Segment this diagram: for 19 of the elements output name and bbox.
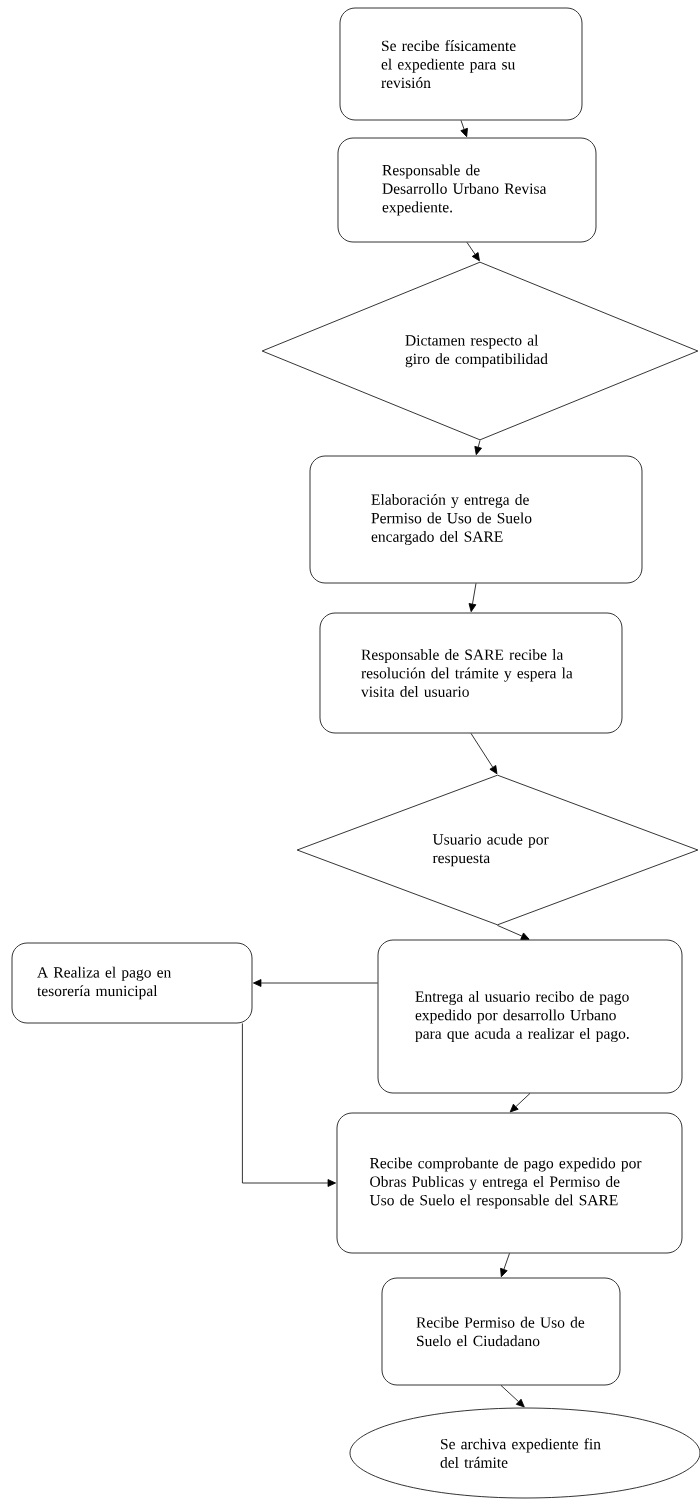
- arrow: [466, 242, 480, 262]
- process-box: Recibe Permiso de Uso de Suelo el Ciudadano: [381, 1277, 621, 1386]
- arrow: [253, 979, 378, 987]
- arrow: [474, 440, 482, 456]
- process-box: A Realiza el pago en tesorería municipal: [11, 942, 253, 1024]
- process-box: Responsable de Desarrollo Urbano Revisa expediente.: [337, 137, 597, 243]
- process-box: Entrega al usuario recibo de pago expedido por desarrollo Urbano para que acuda a realizar el pago.: [377, 939, 683, 1094]
- process-box: Se recibe físicamente el expediente para su revisión: [339, 7, 583, 121]
- arrow: [470, 733, 498, 775]
- arrow: [242, 1023, 336, 1187]
- process-box: Elaboración y entrega de Permiso de Uso de Suelo encargado del SARE: [309, 455, 643, 584]
- arrow: [468, 583, 477, 613]
- process-box: Recibe comprobante de pago expedido por Obras Publicas y entrega el Permiso de Uso de Suelo el responsable del SARE: [336, 1112, 683, 1254]
- arrow: [497, 925, 530, 940]
- arrow: [509, 1093, 531, 1113]
- arrow: [460, 120, 468, 138]
- process-box: Responsable de SARE recibe la resolución del trámite y espera la visita del usuario: [319, 612, 623, 734]
- arrow: [500, 1253, 510, 1278]
- arrow: [500, 1385, 525, 1408]
